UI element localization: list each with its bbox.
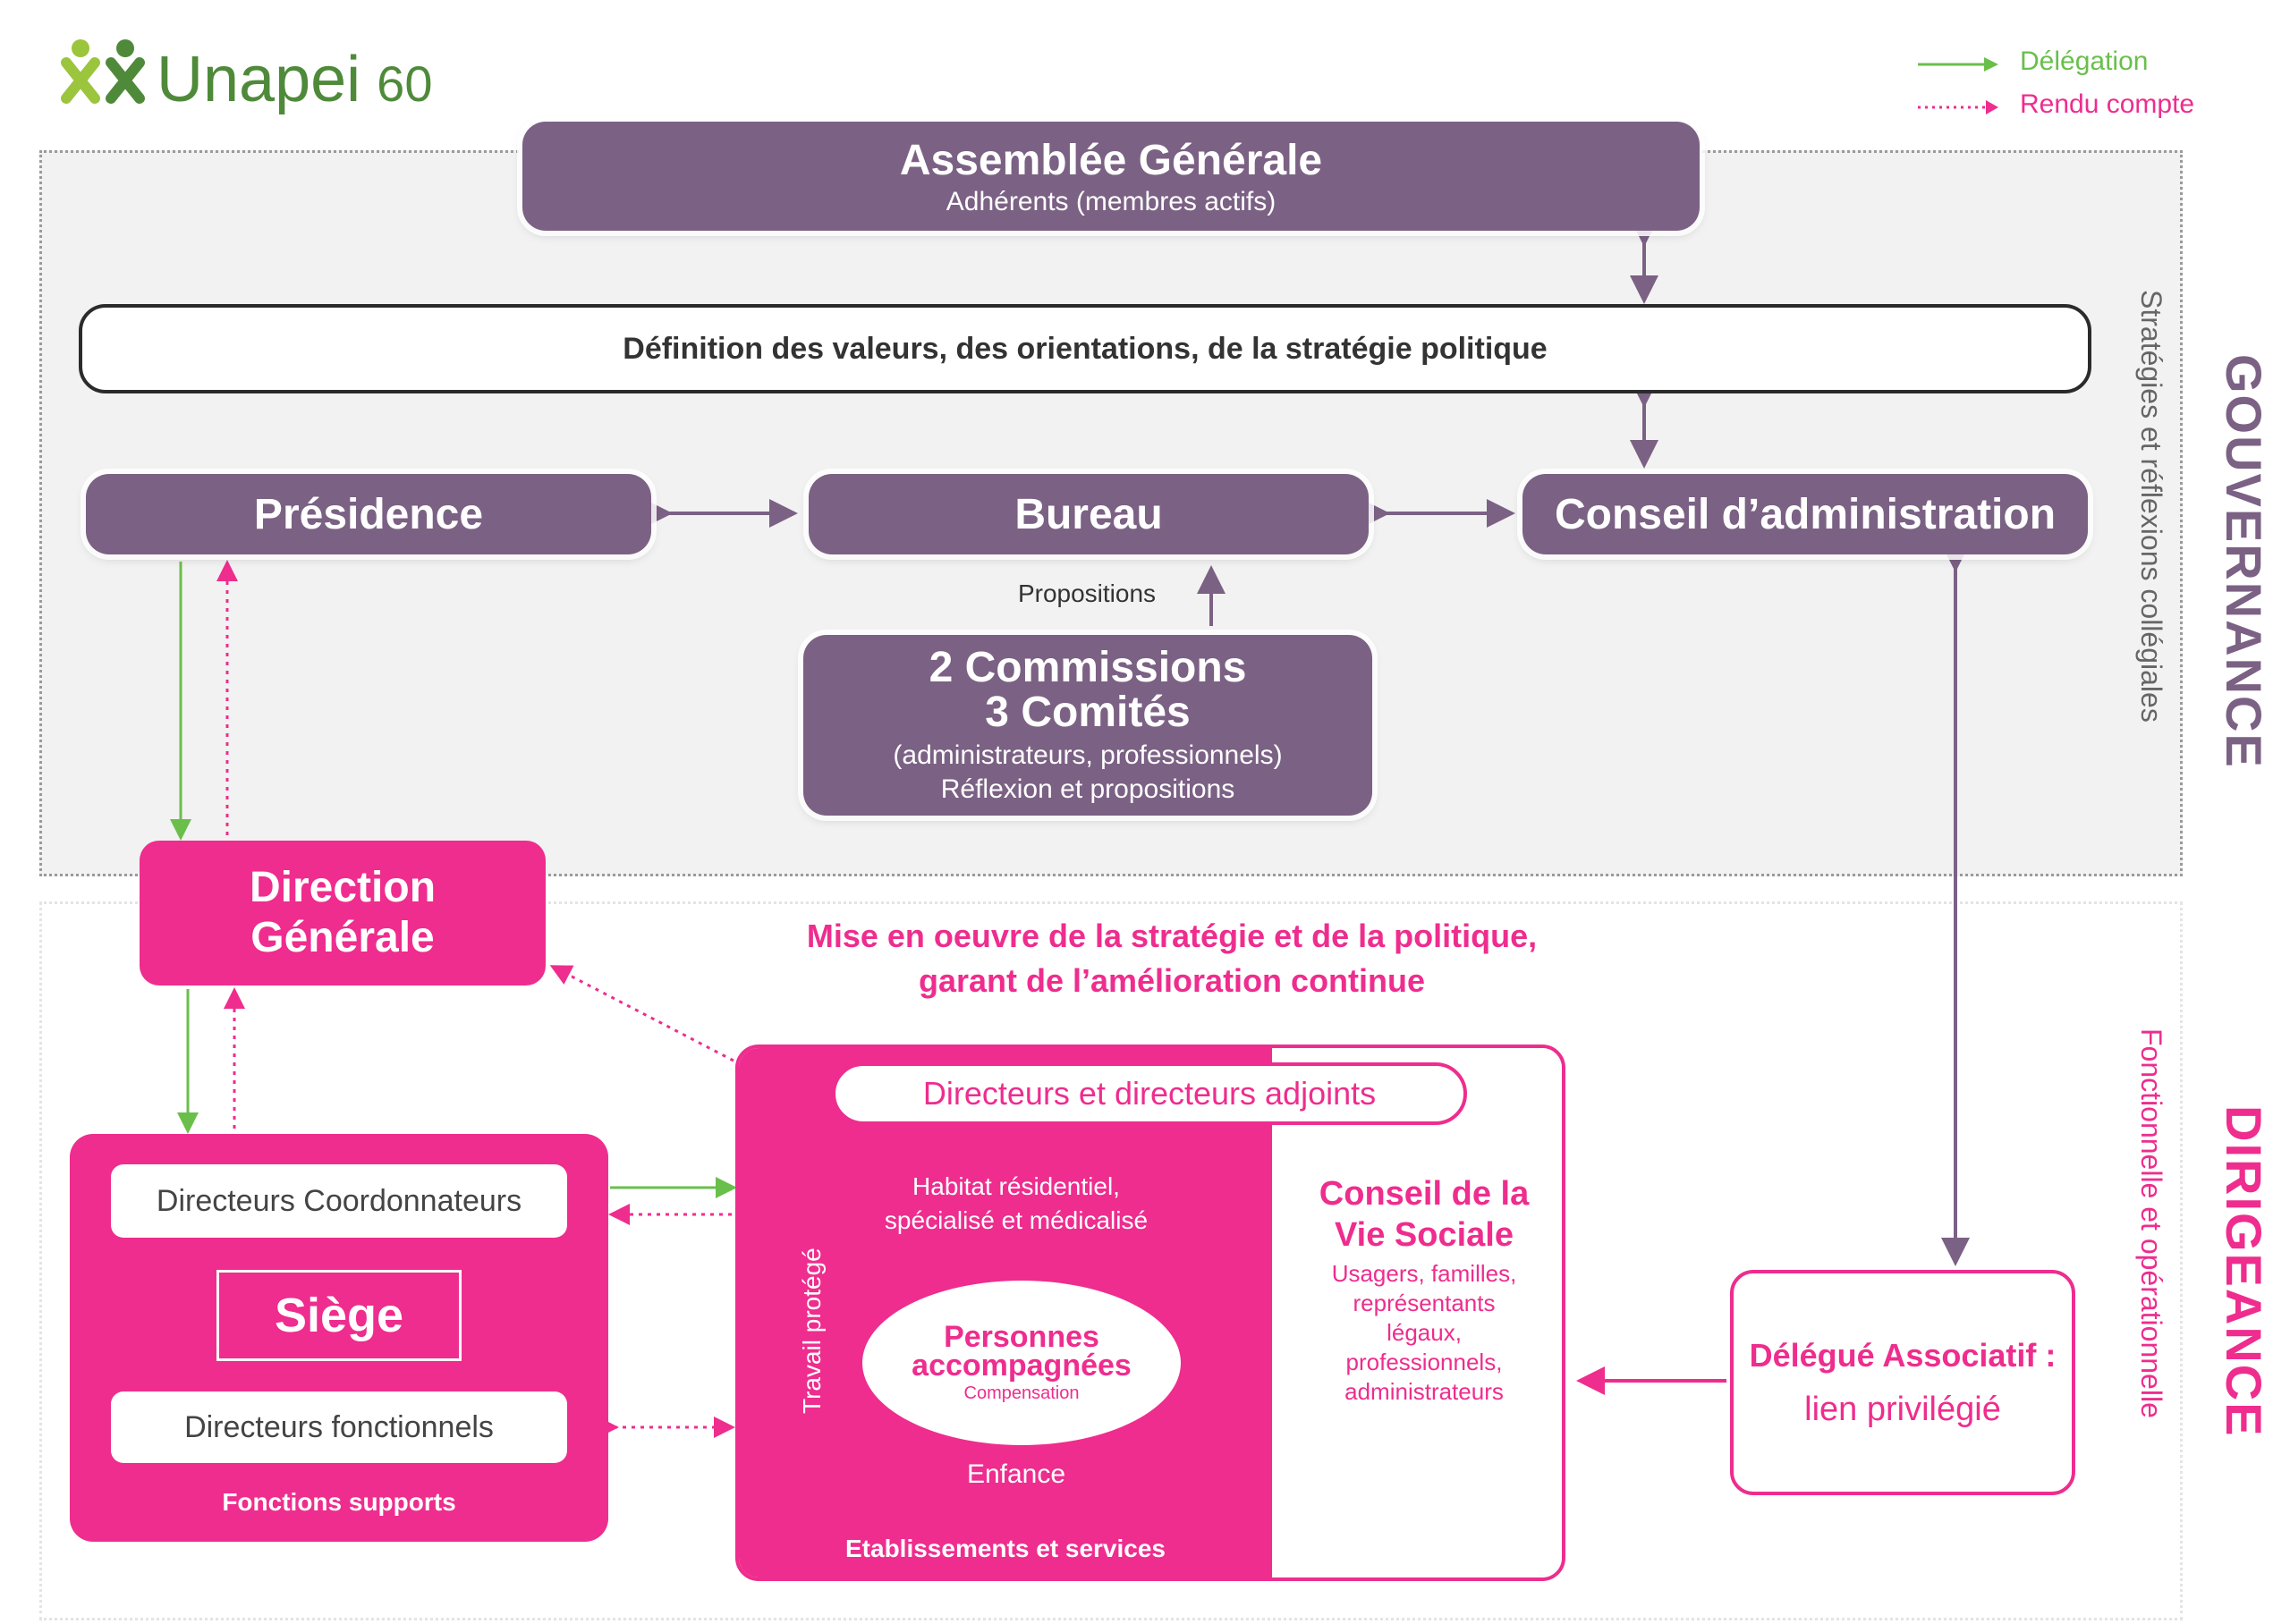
direction-generale-box: Direction Générale <box>140 841 546 985</box>
arrow-etablissements-direction <box>549 965 734 1062</box>
legend: Délégation Rendu compte <box>1914 43 2272 132</box>
compensation-label: Compensation <box>963 1383 1080 1403</box>
legend-rendu-label: Rendu compte <box>2020 89 2195 119</box>
commissions-line1: 2 Commissions <box>929 644 1247 691</box>
siege-title: Siège <box>274 1289 404 1342</box>
gov-sub-label: Stratégies et réflexions collégiales <box>2135 290 2167 723</box>
mise-line2: garant de l’amélioration continue <box>918 962 1426 999</box>
bureau-label: Bureau <box>1014 490 1163 538</box>
siege-title-box: Siège <box>216 1270 462 1361</box>
direction-line2: Générale <box>250 914 435 961</box>
siege-footer: Fonctions supports <box>222 1488 456 1516</box>
logo-text: Unapei 60 <box>157 43 432 116</box>
etablissements-footer: Etablissements et services <box>845 1535 1166 1562</box>
cvs-desc-line: professionnels, <box>1345 1349 1503 1375</box>
delegue-associatif-box: Délégué Associatif : lien privilégié <box>1730 1270 2075 1495</box>
fonctionnels-label: Directeurs fonctionnels <box>184 1409 494 1444</box>
cvs-title-line1: Conseil de la <box>1319 1175 1530 1213</box>
cvs-desc-line: Usagers, familles, <box>1331 1260 1517 1287</box>
cvs-desc-line: représentants <box>1353 1290 1496 1316</box>
logo-name: Unapei <box>157 44 361 115</box>
commissions-line3: (administrateurs, professionnels) <box>893 740 1283 770</box>
unapei-logo <box>61 36 150 109</box>
commissions-box: 2 Commissions 3 Comités (administrateurs… <box>803 635 1372 816</box>
delegue-title: Délégué Associatif : <box>1749 1336 2057 1374</box>
siege-block: Directeurs Coordonnateurs Siège Directeu… <box>70 1134 608 1542</box>
assemblee-title: Assemblée Générale <box>899 136 1323 184</box>
commissions-line2: 3 Comités <box>985 689 1191 736</box>
logo-number: 60 <box>377 55 433 112</box>
directeurs-fonctionnels: Directeurs fonctionnels <box>111 1391 567 1463</box>
habitat-line2: spécialisé et médicalisé <box>884 1206 1149 1234</box>
logo-figures-icon <box>61 39 145 104</box>
definition-text: Définition des valeurs, des orientations… <box>623 331 1548 366</box>
personnes-ellipse: Personnes accompagnées Compensation <box>862 1281 1181 1445</box>
assemblee-subtitle: Adhérents (membres actifs) <box>946 186 1276 216</box>
cvs-desc: Usagers, familles, représentants légaux,… <box>1279 1259 1562 1407</box>
cvs-block: Conseil de la Vie Sociale Usagers, famil… <box>1279 1173 1562 1407</box>
coordonnateurs-label: Directeurs Coordonnateurs <box>156 1183 522 1218</box>
legend-delegation-label: Délégation <box>2020 47 2149 76</box>
conseil-administration-box: Conseil d’administration <box>1522 474 2088 554</box>
presidence-label: Présidence <box>253 490 484 538</box>
travail-protege-label: Travail protégé <box>798 1248 826 1414</box>
directeurs-coordonnateurs: Directeurs Coordonnateurs <box>111 1164 567 1238</box>
direction-line1: Direction <box>249 864 437 911</box>
conseil-admin-label: Conseil d’administration <box>1554 490 2057 538</box>
assemblee-generale-box: Assemblée Générale Adhérents (membres ac… <box>522 122 1700 231</box>
personnes-line2: accompagnées <box>912 1348 1132 1383</box>
delegation-arrow-icon <box>1918 57 1998 72</box>
commissions-line4: Réflexion et propositions <box>940 774 1235 804</box>
dir-title-label: DIRIGEANCE <box>2216 1105 2272 1438</box>
propositions-label: Propositions <box>1017 579 1157 607</box>
dirigeance-zone <box>39 901 2183 1620</box>
cvs-desc-line: légaux, <box>1387 1319 1462 1346</box>
habitat-text: Habitat résidentiel, spécialisé et médic… <box>837 1170 1195 1238</box>
cvs-title-line2: Vie Sociale <box>1335 1216 1514 1254</box>
definition-box: Définition des valeurs, des orientations… <box>79 304 2091 393</box>
enfance-label: Enfance <box>966 1459 1066 1489</box>
personnes-line1: Personnes <box>944 1319 1099 1354</box>
cvs-white-area <box>1272 1048 1562 1577</box>
cvs-desc-line: administrateurs <box>1344 1378 1504 1405</box>
directeurs-adjoints-label: Directeurs et directeurs adjoints <box>922 1075 1377 1112</box>
mise-line1: Mise en oeuvre de la stratégie et de la … <box>806 918 1538 954</box>
presidence-box: Présidence <box>86 474 651 554</box>
mise-en-oeuvre-text: Mise en oeuvre de la stratégie et de la … <box>716 914 1628 1003</box>
bureau-box: Bureau <box>809 474 1369 554</box>
gov-title-label: GOUVERNANCE <box>2216 354 2272 769</box>
rendu-compte-arrow-icon <box>1918 100 1998 114</box>
delegue-subtitle: lien privilégié <box>1804 1390 2001 1428</box>
directeurs-adjoints-pill: Directeurs et directeurs adjoints <box>832 1062 1467 1125</box>
habitat-line1: Habitat résidentiel, <box>912 1172 1120 1200</box>
etablissements-block: Directeurs et directeurs adjoints Habita… <box>735 1045 1565 1581</box>
dir-sub-label: Fonctionnelle et opérationnelle <box>2135 1028 2167 1418</box>
